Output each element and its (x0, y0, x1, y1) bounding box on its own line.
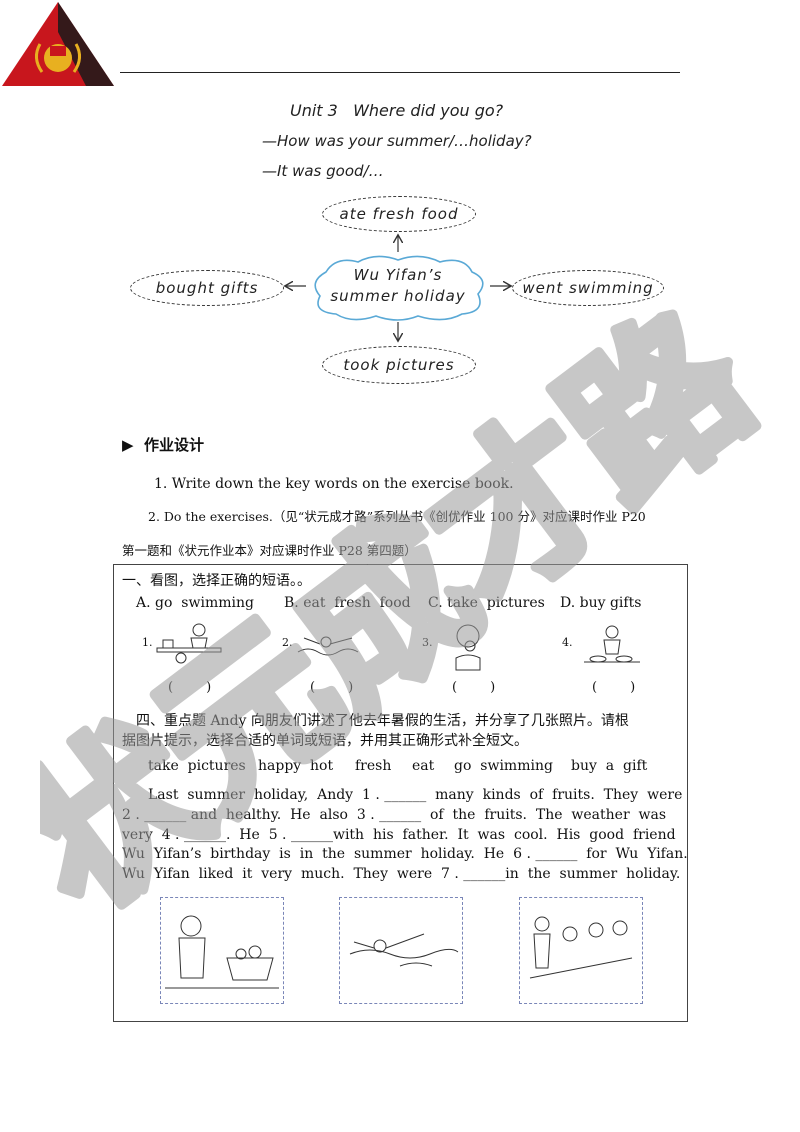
mindmap-center-line1: Wu Yifan’s (353, 266, 443, 284)
mindmap-connectors (120, 190, 680, 390)
homework-item-1: 1. Write down the key words on the exerc… (154, 476, 514, 492)
exercise4-heading-line2: 据图片提示，选择合适的单词或短语，并用其正确形式补全短文。 (122, 733, 528, 749)
option-c: C. take pictures (428, 595, 545, 611)
friends-at-party-drawing (529, 916, 633, 979)
pattern-question: —How was your summer/…holiday? (262, 132, 532, 150)
word-bank-2: happy (258, 758, 302, 774)
word-bank-1: take pictures (148, 758, 246, 774)
homework-item-2: 2. Do the exercises.（见“状元成才路”系列丛书《创优作业 1… (148, 509, 646, 524)
picture-number-4: 4. (562, 636, 573, 649)
exercise-box (113, 564, 688, 1022)
word-bank-7: buy a gift (571, 758, 648, 774)
swimmer-drawing (349, 933, 459, 967)
boy-with-fruit-basket-drawing (165, 915, 279, 989)
passage: Last summer holiday, Andy 1 . ______ man… (122, 786, 688, 885)
passage-line-2: 2 . ______ and healthy. He also 3 . ____… (122, 806, 667, 823)
photo-birthday-party (519, 897, 643, 1004)
option-d: D. buy gifts (560, 595, 642, 611)
passage-line-4: Wu Yifan’s birthday is in the summer hol… (122, 846, 688, 863)
option-b: B. eat fresh food (284, 595, 411, 611)
homework-item-2-continued: 第一题和《状元作业本》对应课时作业 P28 第四题） (122, 543, 417, 558)
exercise4-heading-line1: 四、重点题 Andy 向朋友们讲述了他去年暑假的生活，并分享了几张照片。请根 (136, 713, 629, 729)
picture-number-2: 2. (282, 636, 293, 649)
passage-line-1: Last summer holiday, Andy 1 . ______ man… (148, 787, 683, 803)
photo-swimming (339, 897, 463, 1004)
word-bank-5: eat (412, 758, 435, 774)
mindmap-center-line2: summer holiday (330, 287, 466, 305)
picture-number-1: 1. (142, 636, 153, 649)
swimming-picture (297, 636, 359, 656)
mindmap-node-left: bought gifts (130, 270, 284, 306)
answer-bracket-1[interactable]: ( ) (168, 680, 212, 695)
mindmap-node-top: ate fresh food (322, 196, 476, 232)
mindmap-node-bottom: took pictures (322, 346, 476, 384)
exercise1-heading: 一、看图，选择正确的短语。。 (122, 573, 311, 589)
option-a: A. go swimming (136, 595, 254, 611)
answer-bracket-4[interactable]: ( ) (592, 680, 636, 695)
pattern-answer: —It was good/… (262, 162, 384, 180)
passage-line-3: very 4 . ______. He 5 . ______with his f… (122, 826, 676, 843)
passage-line-5: Wu Yifan liked it very much. They were 7… (122, 866, 681, 883)
unit-title: Unit 3 Where did you go? (290, 101, 504, 120)
publisher-logo (2, 2, 114, 86)
homework-heading: ▶ 作业设计 (122, 436, 204, 454)
word-bank-3: hot (310, 758, 334, 774)
answer-bracket-3[interactable]: ( ) (452, 680, 496, 695)
boy-eating-food-picture (584, 625, 640, 663)
word-bank-6: go swimming (454, 758, 553, 774)
mindmap-cloud (314, 255, 484, 321)
header-rule (120, 72, 680, 73)
girl-buying-gifts-picture (156, 623, 222, 664)
answer-bracket-2[interactable]: ( ) (310, 680, 354, 695)
photo-eating-fruit (160, 897, 284, 1004)
word-bank-4: fresh (355, 758, 392, 774)
girl-taking-pictures-picture (455, 624, 481, 671)
picture-number-3: 3. (422, 636, 433, 649)
mindmap-node-right: went swimming (512, 270, 664, 306)
